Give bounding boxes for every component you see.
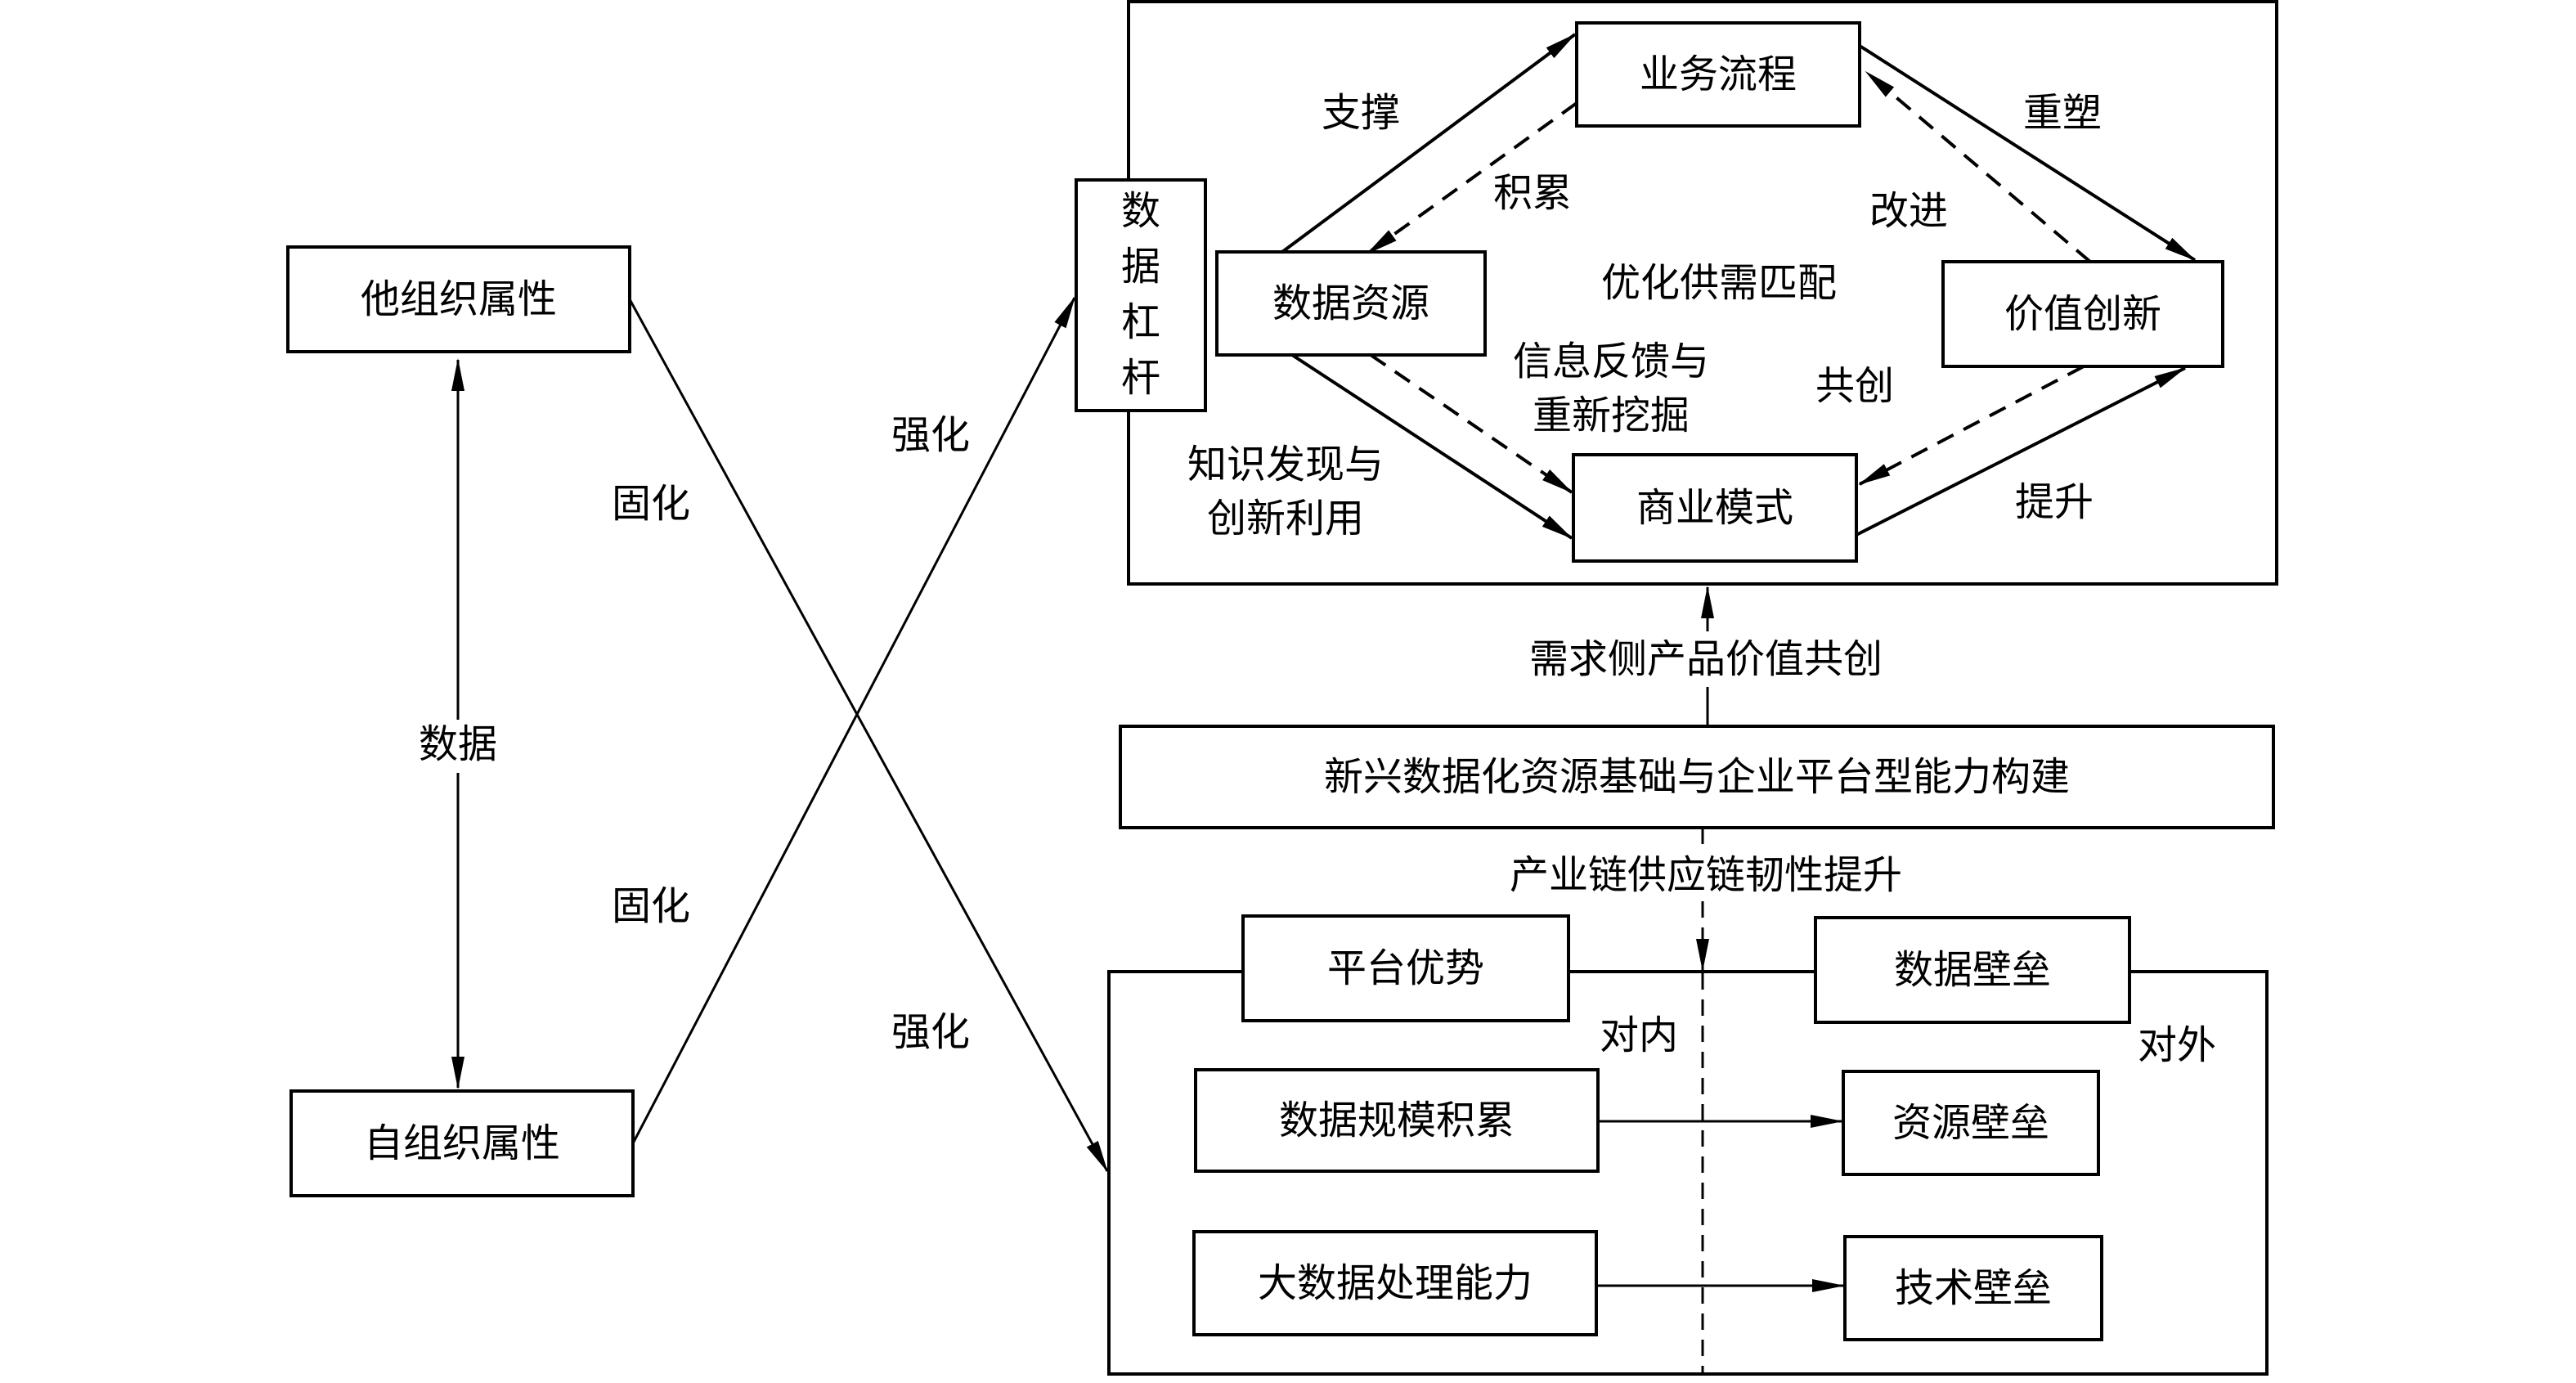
platform-advantage-box: 平台优势 [1241,914,1570,1022]
business-model-label: 商业模式 [1636,485,1793,531]
self-org-to-lever-arrow [631,296,1076,1144]
solidify-label-lower: 固化 [612,883,690,929]
other-org-to-bottom-panel-arrow [628,299,1109,1173]
value-innovation-label: 价值创新 [2004,291,2161,337]
solidify-label-upper: 固化 [612,481,690,527]
technology-barrier-label: 技术壁垒 [1895,1265,2052,1311]
strengthen-label-upper: 强化 [891,412,970,458]
improve-label: 改进 [1869,188,1948,234]
strengthen-label-lower: 强化 [891,1009,970,1055]
feedback-label-line1: 信息反馈与 [1513,339,1709,384]
platform-advantage-label: 平台优势 [1327,945,1484,991]
resource-to-process-arrow [1281,33,1577,254]
data-lever-char-4: 杆 [1121,355,1160,401]
data-barrier-label: 数据壁垒 [1894,947,2051,993]
model-to-value-arrow [1856,366,2187,537]
data-lever-box: 数 据 杠 杆 [1075,178,1207,412]
knowledge-label-line1: 知识发现与 [1187,442,1384,487]
resource-barrier-box: 资源壁垒 [1842,1070,2100,1176]
big-data-processing-box: 大数据处理能力 [1192,1230,1598,1336]
knowledge-label-line2: 创新利用 [1207,496,1364,541]
value-innovation-box: 价值创新 [1941,260,2224,368]
resource-to-model-arrow [1290,353,1573,540]
upgrade-label: 提升 [2015,479,2094,525]
cocreate-label: 共创 [1815,363,1894,409]
foundation-label: 新兴数据化资源基础与企业平台型能力构建 [1324,754,2070,800]
data-lever-char-3: 杠 [1121,299,1160,345]
business-process-box: 业务流程 [1575,21,1861,128]
accumulate-label: 积累 [1493,170,1572,216]
data-resource-box: 数据资源 [1215,250,1487,357]
data-barrier-box: 数据壁垒 [1814,916,2131,1024]
business-model-box: 商业模式 [1572,453,1858,563]
data-scale-accumulation-box: 数据规模积累 [1194,1068,1600,1173]
optimize-supply-demand-label: 优化供需匹配 [1601,260,1837,306]
big-data-processing-label: 大数据处理能力 [1258,1260,1533,1306]
resource-barrier-label: 资源壁垒 [1892,1100,2049,1146]
foundation-box: 新兴数据化资源基础与企业平台型能力构建 [1119,725,2275,829]
technology-barrier-box: 技术壁垒 [1843,1235,2103,1341]
data-resource-label: 数据资源 [1272,281,1429,326]
internal-label: 对内 [1600,1013,1678,1058]
self-organization-label: 自组织属性 [364,1120,560,1166]
process-to-resource-dashed-arrow [1366,101,1578,255]
data-link-label: 数据 [419,721,497,767]
resilience-label: 产业链供应链韧性提升 [1510,852,1902,898]
data-lever-char-1: 数 [1121,188,1160,234]
resource-to-model-dashed-arrow [1369,353,1573,494]
feedback-label-line2: 重新挖掘 [1533,393,1690,438]
support-label: 支撑 [1322,90,1400,136]
self-organization-box: 自组织属性 [289,1089,635,1197]
other-organization-label: 他组织属性 [361,276,557,322]
value-to-model-dashed-arrow [1858,365,2085,486]
data-scale-accumulation-label: 数据规模积累 [1279,1098,1515,1143]
other-organization-box: 他组织属性 [286,245,631,353]
data-lever-char-2: 据 [1121,244,1160,290]
business-process-label: 业务流程 [1640,52,1797,97]
demand-side-cocreation-label: 需求侧产品价值共创 [1529,636,1883,682]
reshape-label: 重塑 [2023,90,2102,136]
external-label: 对外 [2138,1022,2216,1068]
bottom-panel-frame [1107,970,2269,1376]
process-to-value-arrow [1858,44,2197,262]
value-to-process-dashed-arrow [1865,70,2092,263]
